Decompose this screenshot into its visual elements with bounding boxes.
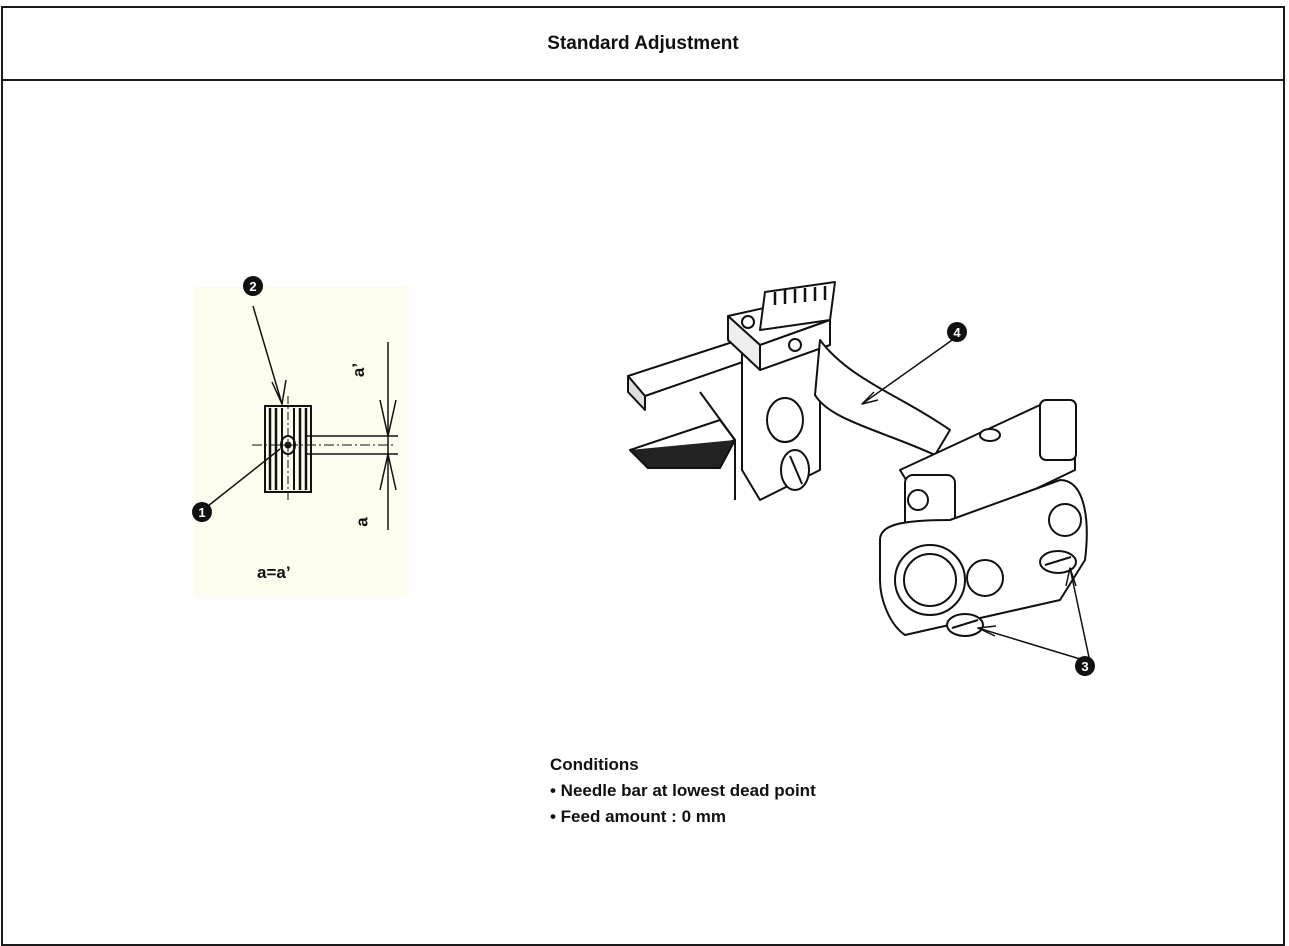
equation-label: a=a’ [257, 563, 291, 582]
conditions-heading: Conditions [550, 755, 639, 774]
section-title: Standard Adjustment [547, 32, 739, 54]
needle-hole-diagram [207, 305, 398, 530]
section-header: Standard Adjustment [3, 8, 1283, 81]
callout-1: 1 [192, 502, 212, 522]
callout-2: 2 [243, 276, 263, 296]
condition-item: • Needle bar at lowest dead point [550, 781, 816, 800]
conditions-block: Conditions • Needle bar at lowest dead p… [550, 752, 816, 830]
feed-lever [814, 339, 951, 456]
feed-mechanism-illustration [627, 281, 1091, 663]
condition-item: • Feed amount : 0 mm [550, 807, 726, 826]
callout-4: 4 [947, 322, 967, 342]
callout-3: 3 [1075, 656, 1095, 676]
